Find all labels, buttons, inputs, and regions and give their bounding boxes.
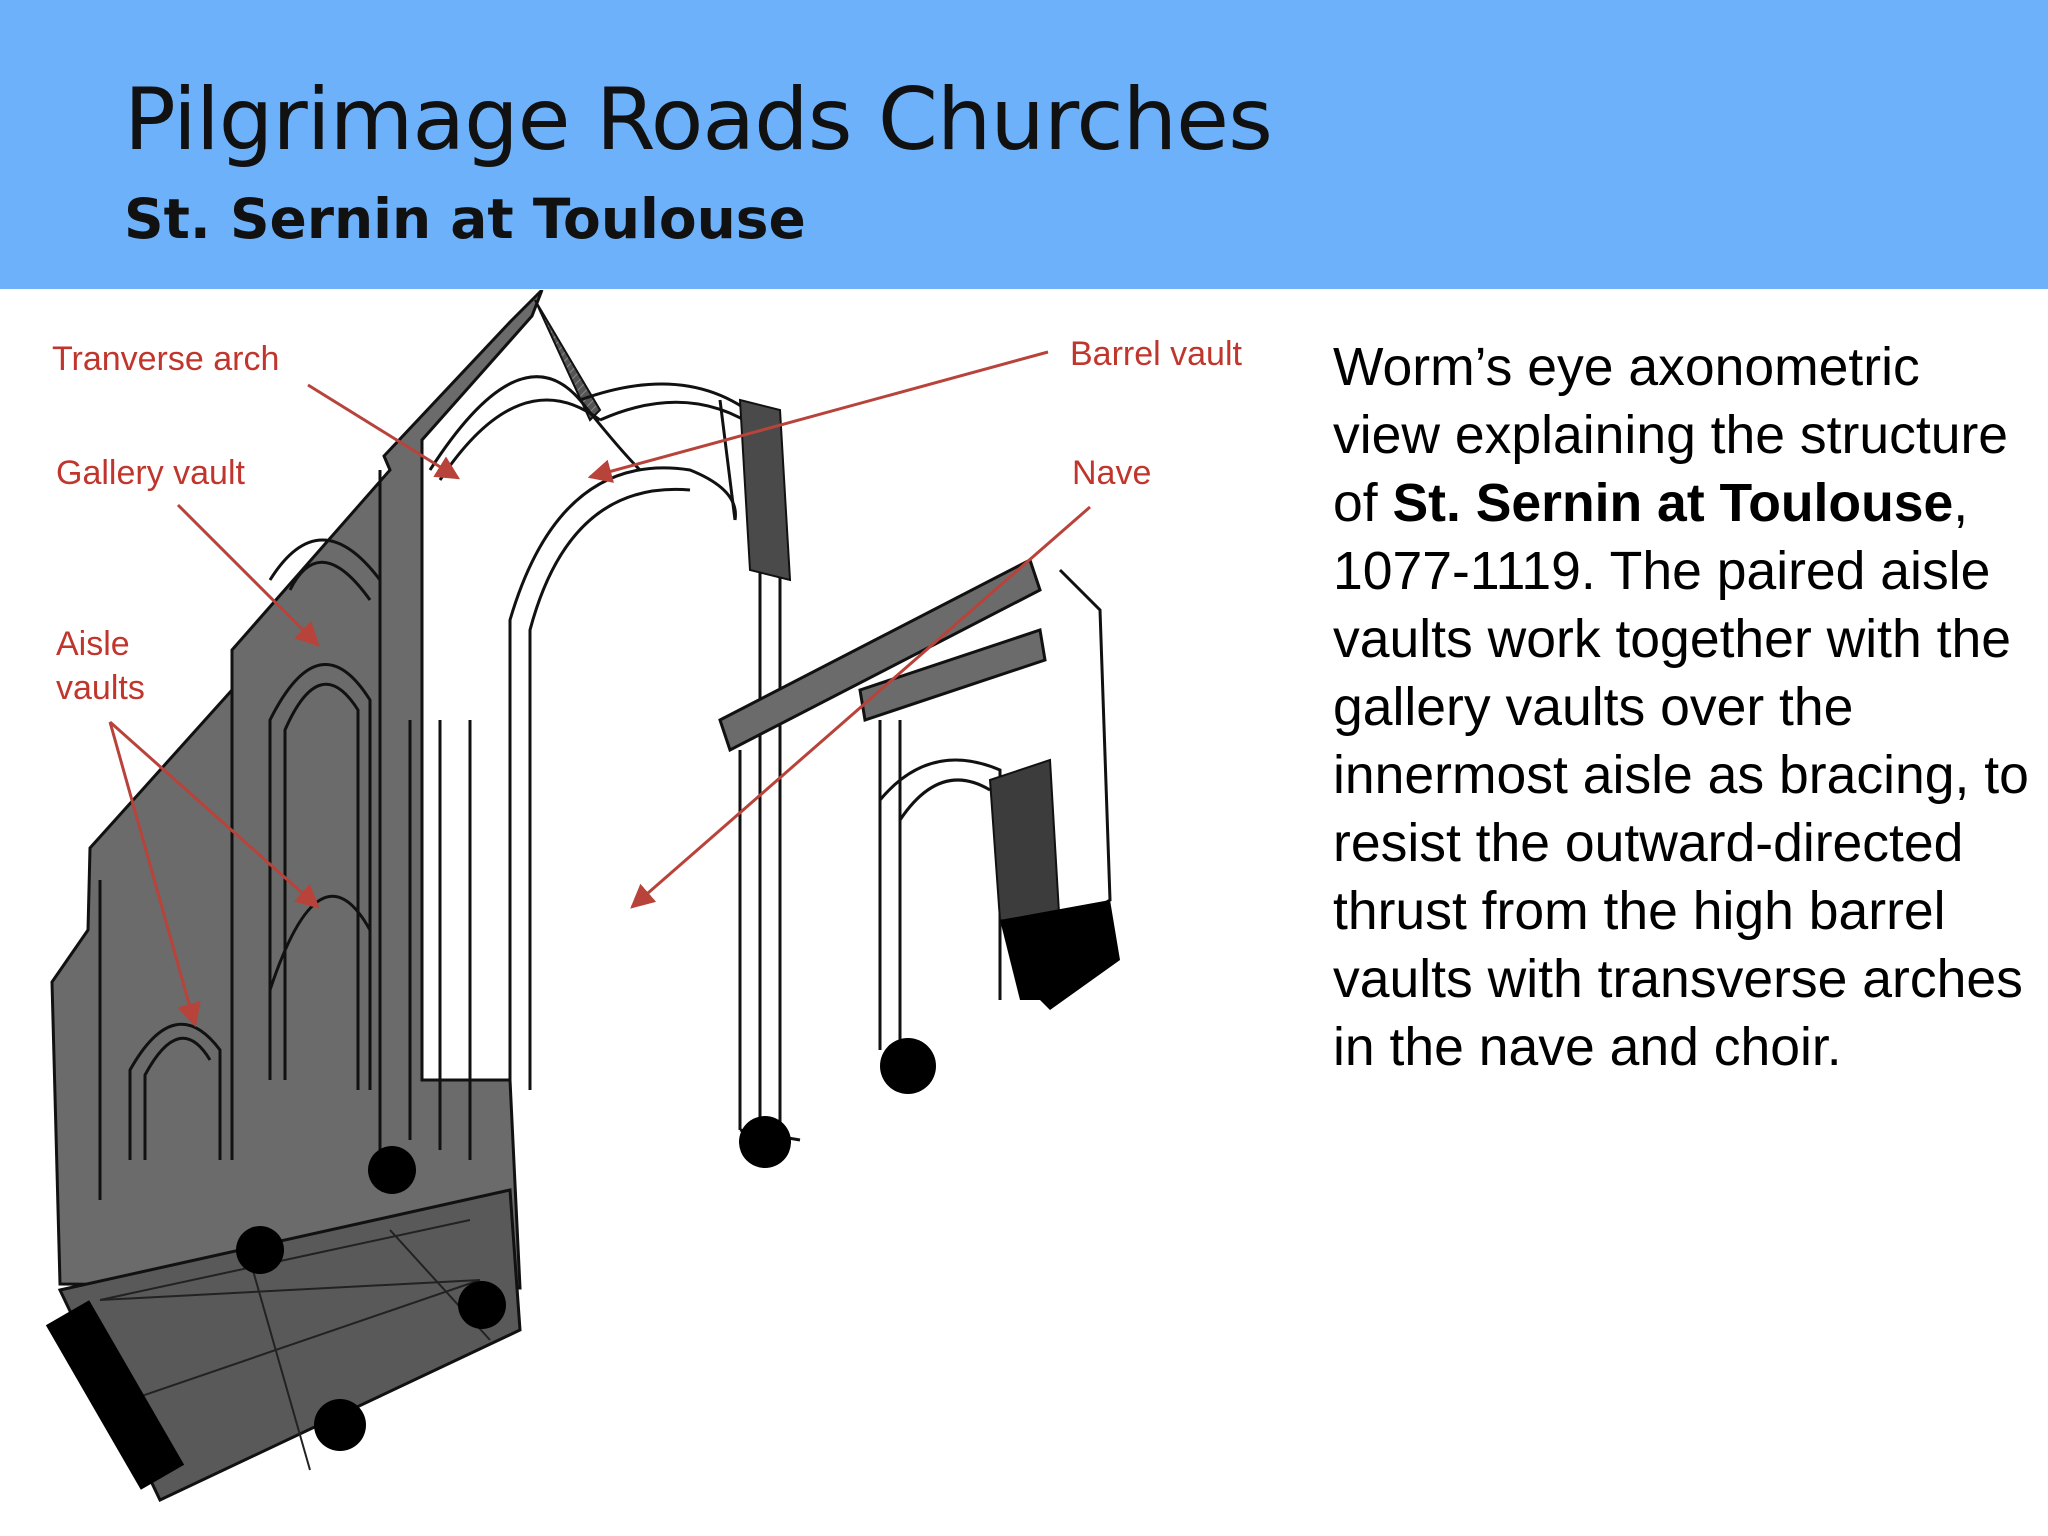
description-rest: , 1077-1119. The paired aisle vaults wor… — [1333, 474, 2029, 1077]
gallery-vault-label: Gallery vault — [56, 454, 245, 492]
slide-subtitle: St. Sernin at Toulouse — [124, 187, 806, 251]
barrel-vault-label: Barrel vault — [1070, 335, 1242, 373]
description-intro: Worm’s eye axonometric view explaining t… — [1333, 338, 2009, 533]
title-bar: Pilgrimage Roads Churches St. Sernin at … — [0, 0, 2048, 289]
nave-arrow — [630, 505, 1091, 909]
transverse-arch-arrow — [307, 383, 461, 480]
gallery-and-aisle-arches — [128, 538, 382, 1160]
church-axonometric-diagram — [45, 290, 1120, 1502]
barrel-vault-shell — [428, 375, 772, 521]
description-church-name: St. Sernin at Toulouse — [1392, 474, 1954, 533]
nave-arcade-arches — [408, 466, 801, 1160]
transverse-arch-label: Tranverse arch — [52, 340, 280, 378]
aisle-vaults-arrow-2 — [109, 720, 320, 909]
aisle-vaults-label-line1: Aisle — [56, 625, 130, 663]
right-piers — [739, 900, 1120, 1168]
barrel-vault-arrow — [587, 350, 1049, 483]
nave-label: Nave — [1072, 454, 1152, 492]
gallery-vault-arrow — [176, 503, 320, 647]
aisle-vaults-arrow-1 — [108, 721, 201, 1028]
right-wall-galleries — [718, 398, 1112, 1130]
description-text: Worm’s eye axonometric view explaining t… — [1333, 334, 2033, 1082]
label-arrows — [108, 350, 1091, 1028]
floor-plan-section — [45, 1146, 522, 1502]
left-wall-section — [50, 290, 602, 1290]
slide-title: Pilgrimage Roads Churches — [124, 70, 1273, 170]
aisle-vaults-label-line2: vaults — [56, 669, 145, 707]
